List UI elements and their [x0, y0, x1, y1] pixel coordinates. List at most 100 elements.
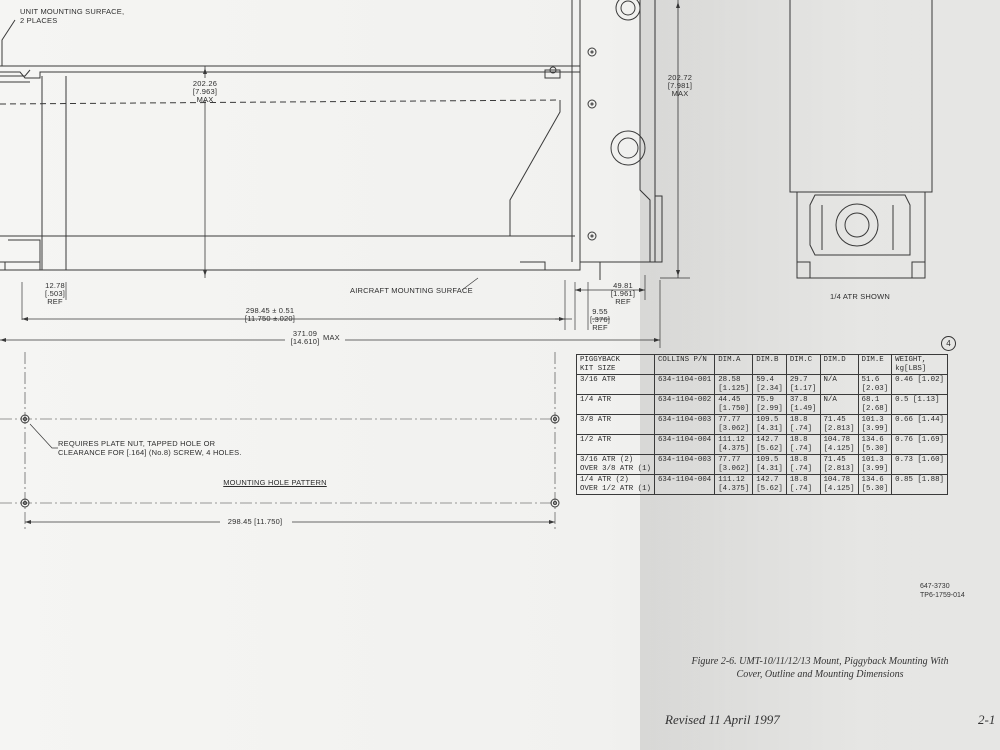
label-dim-202-26: 202.26: [192, 79, 218, 88]
col-header: DIM.D: [819, 354, 859, 375]
table-cell: 1/4 ATR (2) OVER 1/2 ATR (1): [576, 474, 655, 495]
table-cell: 29.7 [1.17]: [785, 374, 821, 395]
table-cell: 18.8 [.74]: [785, 474, 821, 495]
piggyback-kit-table: PIGGYBACK KIT SIZE COLLINS P/N DIM.A DIM…: [576, 354, 948, 495]
drawing-numbers: 647-3730 TP6-1759-014: [920, 583, 965, 599]
table-cell: 3/16 ATR (2) OVER 3/8 ATR (1): [576, 454, 655, 475]
table-cell: 134.6 [5.30]: [857, 434, 893, 455]
col-header: COLLINS P/N: [653, 354, 716, 375]
table-cell: 18.8 [.74]: [785, 434, 821, 455]
revision-date: Revised 11 April 1997: [665, 712, 780, 727]
table-cell: 0.5 [1.13]: [891, 394, 948, 415]
caption-line-2: Cover, Outline and Mounting Dimensions: [736, 669, 904, 680]
label-ref-b: REF: [615, 297, 631, 306]
table-cell: 0.85 [1.88]: [891, 474, 948, 495]
table-cell: 634-1104-002: [653, 394, 716, 415]
left-post: [41, 76, 67, 270]
label-unit-mounting-surface: UNIT MOUNTING SURFACE,: [20, 7, 125, 16]
note-number-circle: 4: [941, 336, 956, 351]
col-header: DIM.A: [714, 354, 754, 375]
label-dim-9-55: 9.55: [592, 307, 608, 316]
table-cell: 59.4 [2.34]: [752, 374, 787, 395]
table-cell: 634-1104-001: [653, 374, 716, 395]
label-dim-202-72: 202.72: [667, 73, 693, 82]
label-dim-7-963: [7.963]: [192, 87, 218, 96]
table-cell: 0.73 [1.60]: [891, 454, 948, 475]
label-ref-c: REF: [592, 323, 608, 332]
label-plate-nut-line1: REQUIRES PLATE NUT, TAPPED HOLE OR: [58, 439, 216, 448]
left-bracket-bottom: [4, 239, 41, 270]
table-cell: 109.5 [4.31]: [752, 414, 787, 435]
label-max-b: MAX: [671, 89, 689, 98]
table-cell: 0.66 [1.44]: [891, 414, 948, 435]
table-cell: 44.45 [1.750]: [714, 394, 754, 415]
label-mounting-hole-pattern: MOUNTING HOLE PATTERN: [223, 478, 327, 487]
label-dim-7-981: [7.981]: [667, 81, 693, 90]
label-quarter-atr-shown: 1/4 ATR SHOWN: [830, 292, 890, 301]
table-cell: 18.8 [.74]: [785, 414, 821, 435]
mount-top-flange: [0, 71, 580, 79]
table-cell: 101.3 [3.99]: [857, 454, 893, 475]
table-cell: 1/4 ATR: [576, 394, 655, 415]
label-dim-11-750-tol: [11.750 ±.020]: [244, 314, 296, 323]
col-header: DIM.C: [785, 354, 821, 375]
table-cell: 0.46 [1.02]: [891, 374, 948, 395]
table-cell: 142.7 [5.62]: [752, 474, 787, 495]
table-row: 1/4 ATR 634-1104-002 44.45 [1.750] 75.9 …: [576, 394, 948, 415]
table-cell: 3/16 ATR: [576, 374, 655, 395]
table-header-row: PIGGYBACK KIT SIZE COLLINS P/N DIM.A DIM…: [576, 354, 948, 375]
label-dim-12-78: 12.78: [45, 281, 65, 290]
caption-line-1: Figure 2-6. UMT-10/11/12/13 Mount, Piggy…: [691, 656, 949, 667]
label-dim-371-09: 371.09: [292, 329, 318, 338]
label-two-places: 2 PLACES: [20, 16, 58, 25]
table-cell: 3/8 ATR: [576, 414, 655, 435]
table-cell: 101.3 [3.99]: [857, 414, 893, 435]
table-cell: 1/2 ATR: [576, 434, 655, 455]
right-base-hook: [520, 261, 601, 280]
table-cell: N/A: [819, 374, 859, 395]
table-cell: 77.77 [3.062]: [714, 414, 754, 435]
table-cell: 51.6 [2.03]: [857, 374, 893, 395]
table-cell: 142.7 [5.62]: [752, 434, 787, 455]
table-cell: 634-1104-003: [653, 414, 716, 435]
label-dim-49-81: 49.81: [613, 281, 633, 290]
label-dim-376: [.376]: [590, 315, 610, 324]
col-header: DIM.B: [752, 354, 787, 375]
mount-base-flange: [0, 261, 41, 270]
table-cell: N/A: [819, 394, 859, 415]
table-row: 1/4 ATR (2) OVER 1/2 ATR (1) 634-1104-00…: [576, 474, 948, 495]
rear-panel: [579, 0, 656, 263]
table-row: 3/16 ATR 634-1104-001 28.58 [1.125] 59.4…: [576, 374, 948, 395]
atr-end-view: [789, 0, 933, 193]
label-max-a: MAX: [196, 95, 214, 104]
left-bracket-top: [0, 69, 31, 83]
bolt-top-circle: [549, 66, 557, 74]
table-cell: 71.45 [2.813]: [819, 454, 859, 475]
right-angled-wall: [509, 100, 561, 236]
table-row: 1/2 ATR 634-1104-004 111.12 [4.375] 142.…: [576, 434, 948, 455]
unit-dashed-line: [0, 99, 561, 105]
table-cell: 111.12 [4.375]: [714, 434, 754, 455]
label-aircraft-mounting-surface: AIRCRAFT MOUNTING SURFACE: [350, 286, 473, 295]
col-header: PIGGYBACK KIT SIZE: [576, 354, 655, 375]
page-number: 2-1: [978, 712, 996, 727]
table-cell: 77.77 [3.062]: [714, 454, 754, 475]
label-max-c: MAX: [323, 333, 340, 342]
unit-mounting-leader: [1, 19, 16, 66]
table-cell: 75.9 [2.99]: [752, 394, 787, 415]
table-cell: 634-1104-004: [653, 434, 716, 455]
label-dim-503: [.503]: [45, 289, 65, 298]
table-cell: 37.8 [1.49]: [785, 394, 821, 415]
bolt-top-right: [544, 69, 561, 79]
right-vertical-frame: [571, 0, 581, 262]
col-header: DIM.E: [857, 354, 893, 375]
table-cell: 104.78 [4.125]: [819, 474, 859, 495]
figure-caption: Figure 2-6. UMT-10/11/12/13 Mount, Piggy…: [640, 655, 1000, 681]
rear-panel-inner: [639, 0, 651, 262]
table-cell: 68.1 [2.68]: [857, 394, 893, 415]
label-dim-1-961: [1.961]: [610, 289, 636, 298]
table-cell: 634-1104-003: [653, 454, 716, 475]
table-cell: 134.6 [5.30]: [857, 474, 893, 495]
label-dim-14-610: [14.610]: [290, 337, 320, 346]
